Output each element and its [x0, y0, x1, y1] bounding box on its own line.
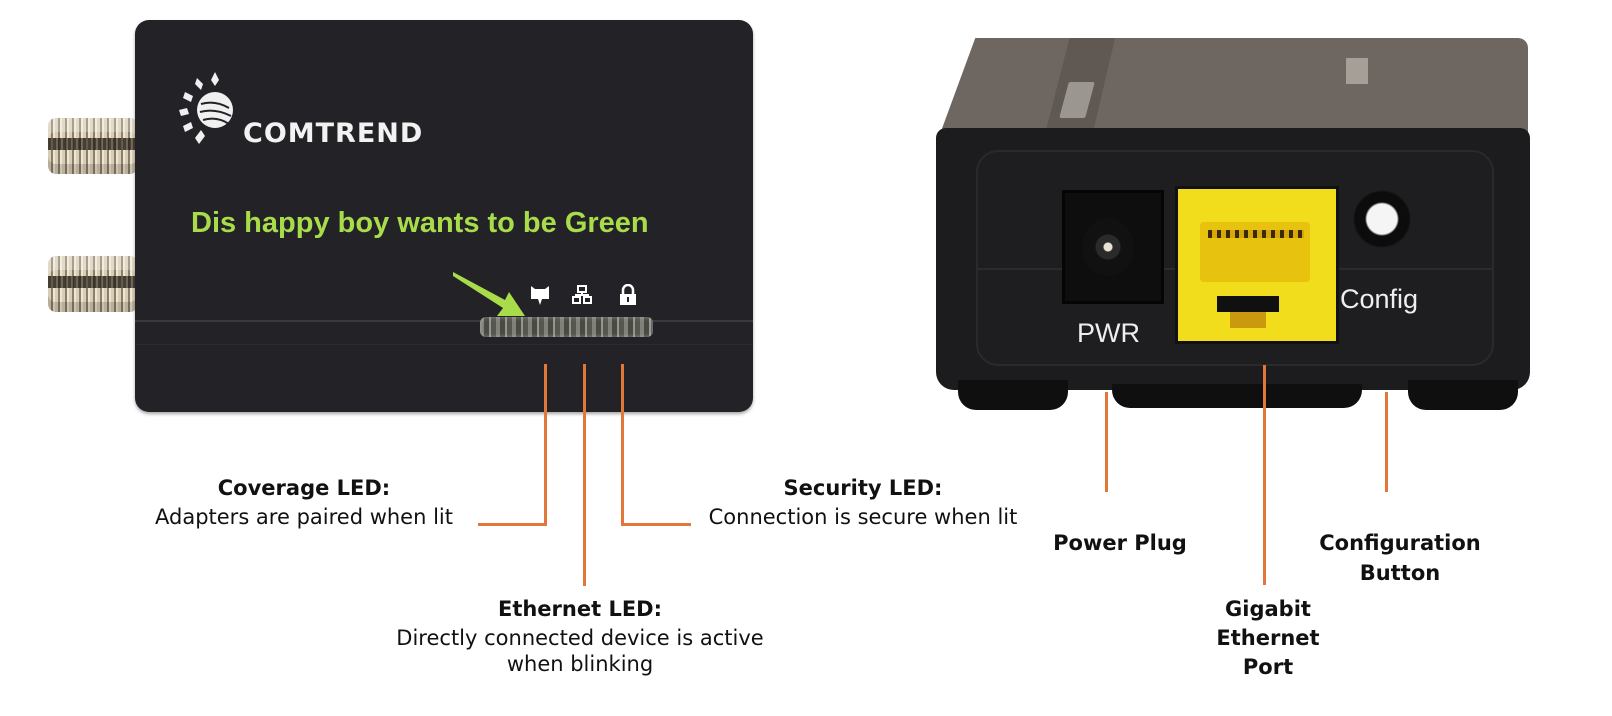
gigabit-port-leader [1263, 365, 1266, 585]
config-button-leader [1385, 392, 1388, 492]
power-plug-title: Power Plug [1053, 531, 1187, 555]
config-button-title-line1: Configuration [1319, 531, 1481, 555]
led-light-bar [480, 317, 653, 337]
device-seam [135, 320, 753, 322]
front-device-body: COMTREND Dis happy boy wants to be Green [135, 20, 753, 412]
lock-icon [617, 284, 639, 306]
ethernet-latch [1217, 296, 1279, 312]
rear-device-top [940, 38, 1528, 134]
coverage-leader-horizontal [478, 523, 547, 526]
coverage-icon [529, 284, 551, 306]
coverage-leader-vertical [544, 364, 547, 526]
gigabit-port-title-line3: Port [1242, 655, 1294, 679]
comtrend-logo-icon [179, 72, 233, 144]
ethernet-icon [571, 284, 593, 306]
device-foot-middle [1112, 384, 1362, 408]
gigabit-port-title-line1: Gigabit [1225, 597, 1311, 621]
config-label: Config [1340, 284, 1419, 314]
coverage-led-description: Adapters are paired when lit [155, 505, 453, 529]
device-seam-lower [135, 344, 753, 345]
device-foot-left [958, 380, 1068, 410]
config-button-title-line2: Button [1359, 561, 1441, 585]
ethernet-leader-vertical [583, 364, 586, 586]
arrow-icon [453, 272, 525, 316]
annotation-text: Dis happy boy wants to be Green [191, 207, 649, 239]
ethernet-led-description-line1: Directly connected device is active [396, 626, 764, 650]
pwr-label: PWR [1077, 318, 1140, 348]
ethernet-led-description-line2: when blinking [506, 652, 654, 676]
coax-connector-top [48, 118, 138, 174]
ethernet-latch-slot [1230, 312, 1266, 328]
coverage-led-title: Coverage LED: [217, 476, 391, 500]
power-jack-socket-icon [1082, 218, 1134, 276]
security-leader-horizontal [621, 523, 691, 526]
security-leader-vertical [621, 364, 624, 526]
ethernet-led-title: Ethernet LED: [497, 597, 663, 621]
security-led-description: Connection is secure when lit [708, 505, 1018, 529]
top-label-mark [1346, 58, 1368, 84]
power-plug-leader [1105, 392, 1108, 492]
security-led-title: Security LED: [783, 476, 943, 500]
power-jack [1062, 190, 1164, 304]
ethernet-pins-icon [1208, 230, 1304, 238]
gigabit-port-title-line2: Ethernet [1216, 626, 1320, 650]
device-foot-right [1408, 380, 1518, 410]
brand-name: COMTREND [243, 118, 424, 149]
coax-connector-bottom [48, 256, 138, 312]
config-button-icon [1352, 189, 1412, 249]
